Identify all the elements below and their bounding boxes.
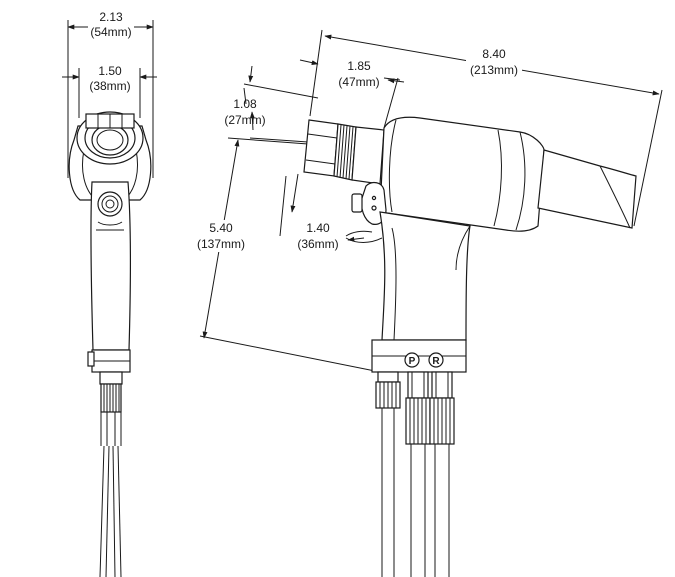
port-r-label: R	[432, 356, 440, 367]
dim-side-nose-in: 1.08	[233, 97, 257, 111]
side-nose-dim-line	[249, 111, 255, 131]
dim-side-height-mm: (137mm)	[197, 237, 245, 251]
dim-side-length-mm: (213mm)	[470, 63, 518, 77]
dimension-labels: 2.13 (54mm) 1.50 (38mm) 8.40 (213mm) 1.8…	[88, 9, 522, 252]
port-r-badge	[428, 352, 444, 368]
side-view: P R	[199, 29, 663, 577]
side-tail-cone	[537, 149, 637, 229]
side-grip-dim-line	[347, 236, 365, 242]
dim-side-collar-mm: (47mm)	[338, 75, 379, 89]
dim-front-outer-in: 2.13	[99, 10, 123, 24]
side-collar-dim-line	[387, 78, 405, 84]
dim-side-nose-mm: (27mm)	[224, 113, 265, 127]
dim-side-collar-in: 1.85	[347, 59, 371, 73]
dim-side-grip-mm: (36mm)	[297, 237, 338, 251]
dim-front-outer-mm: (54mm)	[90, 25, 131, 39]
port-p-label: P	[409, 356, 416, 367]
dim-side-height-in: 5.40	[209, 221, 233, 235]
side-body-barrel	[379, 116, 545, 232]
side-trigger-button	[351, 193, 363, 213]
dim-front-inner-in: 1.50	[98, 64, 122, 78]
side-nose-piece	[303, 119, 339, 177]
dim-front-inner-mm: (38mm)	[89, 79, 130, 93]
front-view	[62, 20, 157, 577]
port-p-badge	[404, 352, 420, 368]
side-handle	[379, 211, 471, 341]
dim-side-grip-in: 1.40	[306, 221, 330, 235]
dim-side-length-in: 8.40	[482, 47, 506, 61]
